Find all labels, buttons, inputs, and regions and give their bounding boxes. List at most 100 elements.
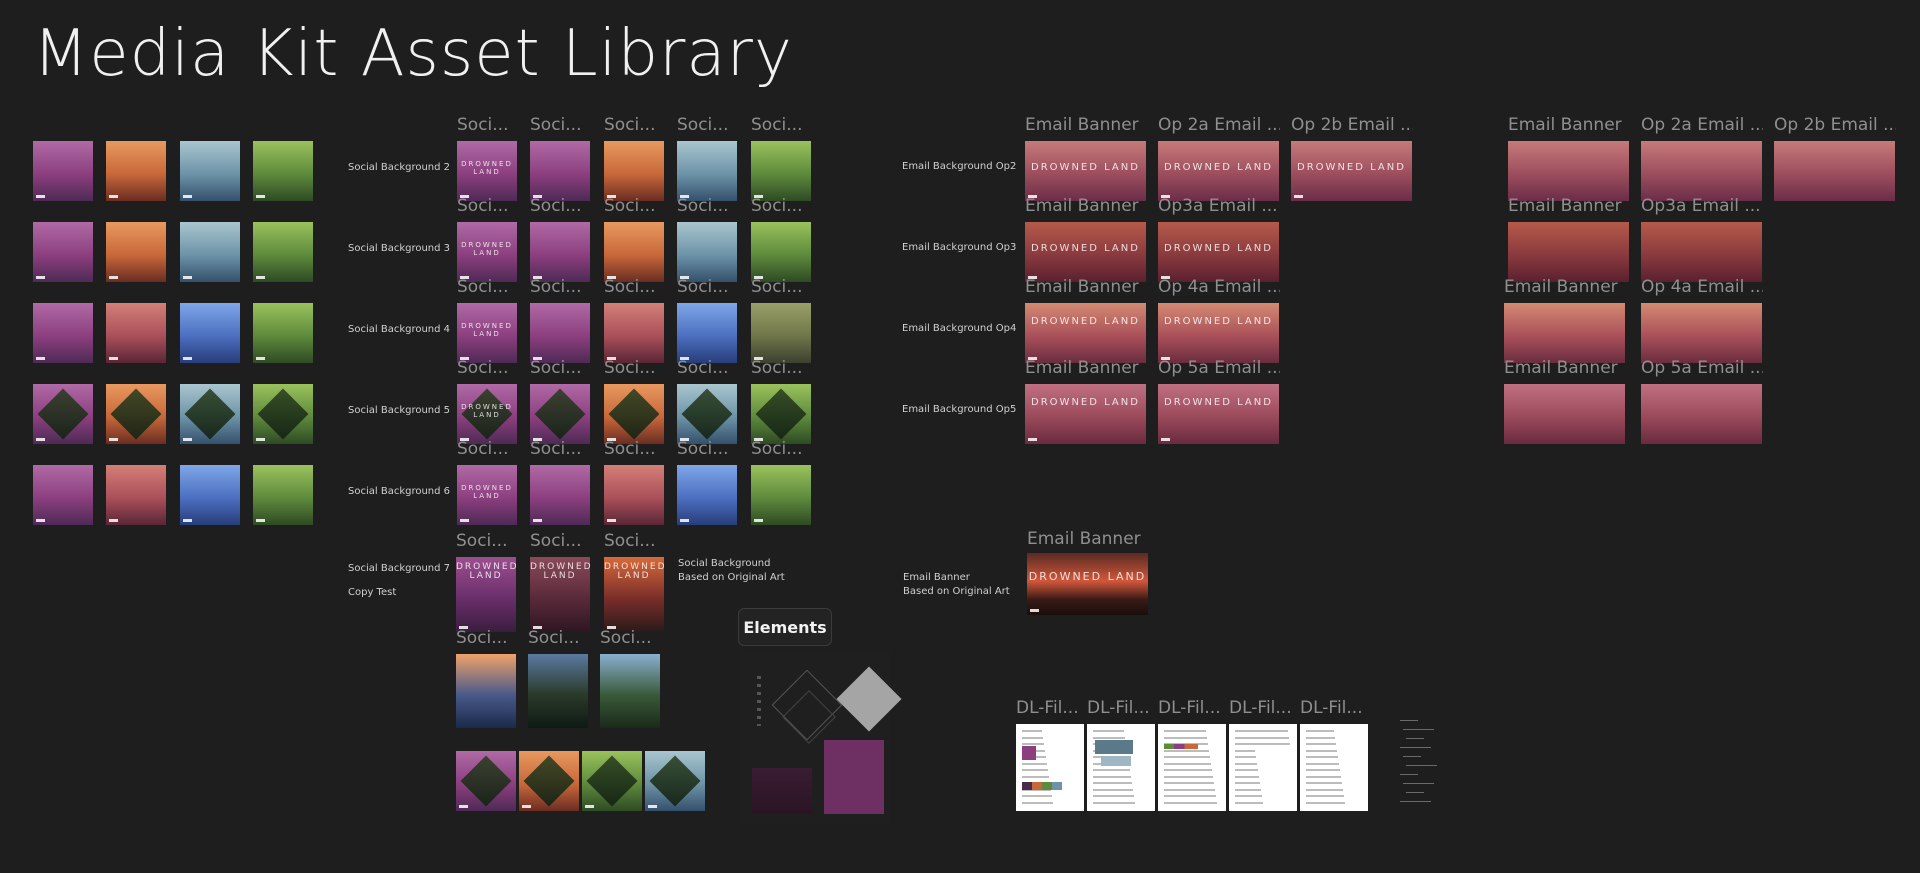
frame-title: Soci...	[457, 279, 509, 296]
asset-thumbnail[interactable]	[751, 384, 811, 444]
frame-title: Soci...	[604, 117, 656, 134]
asset-thumbnail[interactable]	[33, 303, 93, 363]
asset-thumbnail[interactable]	[604, 384, 664, 444]
email-banner-thumbnail[interactable]: DROWNED LAND	[1291, 141, 1412, 201]
color-swatch[interactable]	[824, 740, 884, 814]
asset-thumbnail[interactable]: DROWNED LAND	[457, 141, 517, 201]
asset-thumbnail[interactable]	[180, 303, 240, 363]
email-banner-thumbnail[interactable]: DROWNED LAND	[1158, 303, 1279, 363]
asset-thumbnail[interactable]	[530, 384, 590, 444]
email-background-thumbnail[interactable]	[1508, 141, 1629, 201]
asset-thumbnail[interactable]	[33, 465, 93, 525]
asset-thumbnail[interactable]	[253, 384, 313, 444]
asset-thumbnail[interactable]	[645, 751, 705, 811]
email-background-thumbnail[interactable]	[1641, 141, 1762, 201]
email-background-thumbnail[interactable]	[1504, 303, 1625, 363]
asset-thumbnail[interactable]	[456, 751, 516, 811]
email-background-thumbnail[interactable]	[1641, 222, 1762, 282]
asset-thumbnail[interactable]	[106, 141, 166, 201]
asset-thumbnail[interactable]	[604, 222, 664, 282]
brand-logo-icon	[1028, 438, 1037, 441]
asset-thumbnail[interactable]	[253, 222, 313, 282]
photo-thumbnail[interactable]	[456, 654, 516, 728]
text-line	[1306, 762, 1339, 765]
document-fragment[interactable]	[1400, 714, 1448, 812]
asset-thumbnail[interactable]: DROWNED LAND	[457, 222, 517, 282]
document-page-thumbnail[interactable]	[1300, 724, 1368, 811]
frame-title: Soci...	[604, 360, 656, 377]
asset-thumbnail[interactable]	[253, 465, 313, 525]
asset-thumbnail[interactable]	[106, 465, 166, 525]
asset-thumbnail[interactable]	[751, 303, 811, 363]
asset-thumbnail[interactable]	[677, 465, 737, 525]
frame-title: Soci...	[456, 533, 508, 550]
asset-thumbnail[interactable]	[677, 303, 737, 363]
asset-thumbnail[interactable]	[519, 751, 579, 811]
frame-title: Soci...	[677, 198, 729, 215]
photo-thumbnail[interactable]	[600, 654, 660, 728]
email-banner-thumbnail[interactable]: DROWNED LAND	[1025, 303, 1146, 363]
email-banner-thumbnail[interactable]: DROWNED LAND	[1025, 222, 1146, 282]
asset-thumbnail[interactable]	[530, 222, 590, 282]
asset-thumbnail[interactable]	[530, 465, 590, 525]
document-page-thumbnail[interactable]	[1229, 724, 1297, 811]
color-swatch[interactable]	[752, 768, 812, 814]
frame-title: Soci...	[604, 441, 656, 458]
elements-frame-label[interactable]: Elements	[738, 608, 832, 646]
asset-thumbnail[interactable]	[180, 465, 240, 525]
frame-title: Soci...	[457, 441, 509, 458]
email-background-thumbnail[interactable]	[1774, 141, 1895, 201]
asset-thumbnail[interactable]	[106, 384, 166, 444]
asset-thumbnail[interactable]: DROWNED LAND	[457, 465, 517, 525]
email-banner-thumbnail[interactable]: DROWNED LAND	[1025, 384, 1146, 444]
asset-thumbnail[interactable]: DROWNED LAND	[604, 557, 664, 632]
email-background-thumbnail[interactable]	[1504, 384, 1625, 444]
asset-thumbnail[interactable]	[677, 384, 737, 444]
asset-thumbnail[interactable]	[33, 222, 93, 282]
asset-thumbnail[interactable]	[751, 465, 811, 525]
asset-thumbnail[interactable]	[530, 141, 590, 201]
row-label: Email Background Op3	[902, 242, 1017, 253]
asset-thumbnail[interactable]	[604, 303, 664, 363]
asset-thumbnail[interactable]	[677, 141, 737, 201]
asset-thumbnail[interactable]	[106, 303, 166, 363]
asset-thumbnail[interactable]	[180, 222, 240, 282]
asset-thumbnail[interactable]	[530, 303, 590, 363]
brand-logo-icon	[36, 276, 45, 279]
asset-thumbnail[interactable]	[253, 303, 313, 363]
brand-logo-icon	[533, 626, 542, 629]
asset-thumbnail[interactable]	[582, 751, 642, 811]
asset-thumbnail[interactable]	[106, 222, 166, 282]
tile-caption: DROWNED LAND	[1031, 397, 1140, 408]
photo-thumbnail[interactable]	[528, 654, 588, 728]
frame-title: Email Banner	[1025, 198, 1139, 215]
email-background-thumbnail[interactable]	[1641, 303, 1762, 363]
asset-thumbnail[interactable]	[253, 141, 313, 201]
asset-thumbnail[interactable]	[180, 141, 240, 201]
email-background-thumbnail[interactable]	[1641, 384, 1762, 444]
email-banner-thumbnail[interactable]: DROWNED LAND	[1158, 141, 1279, 201]
email-banner-thumbnail[interactable]: DROWNED LAND	[1025, 141, 1146, 201]
text-line	[1022, 769, 1048, 771]
asset-thumbnail[interactable]	[33, 384, 93, 444]
document-page-thumbnail[interactable]	[1016, 724, 1084, 811]
asset-thumbnail[interactable]: DROWNED LAND	[456, 557, 516, 632]
asset-thumbnail[interactable]	[604, 141, 664, 201]
email-banner-thumbnail[interactable]: DROWNED LAND	[1158, 384, 1279, 444]
asset-thumbnail[interactable]	[33, 141, 93, 201]
email-background-thumbnail[interactable]	[1508, 222, 1629, 282]
email-banner-thumbnail[interactable]: DROWNED LAND	[1027, 553, 1148, 615]
asset-thumbnail[interactable]	[751, 222, 811, 282]
asset-thumbnail[interactable]: DROWNED LAND	[457, 384, 517, 444]
asset-thumbnail[interactable]: DROWNED LAND	[457, 303, 517, 363]
asset-thumbnail[interactable]	[751, 141, 811, 201]
asset-thumbnail[interactable]	[677, 222, 737, 282]
document-page-thumbnail[interactable]	[1087, 724, 1155, 811]
text-line	[1164, 762, 1211, 765]
asset-thumbnail[interactable]	[604, 465, 664, 525]
email-banner-thumbnail[interactable]: DROWNED LAND	[1158, 222, 1279, 282]
asset-thumbnail[interactable]	[180, 384, 240, 444]
asset-thumbnail[interactable]: DROWNED LAND	[530, 557, 590, 632]
brand-logo-icon	[533, 519, 542, 522]
document-page-thumbnail[interactable]	[1158, 724, 1226, 811]
